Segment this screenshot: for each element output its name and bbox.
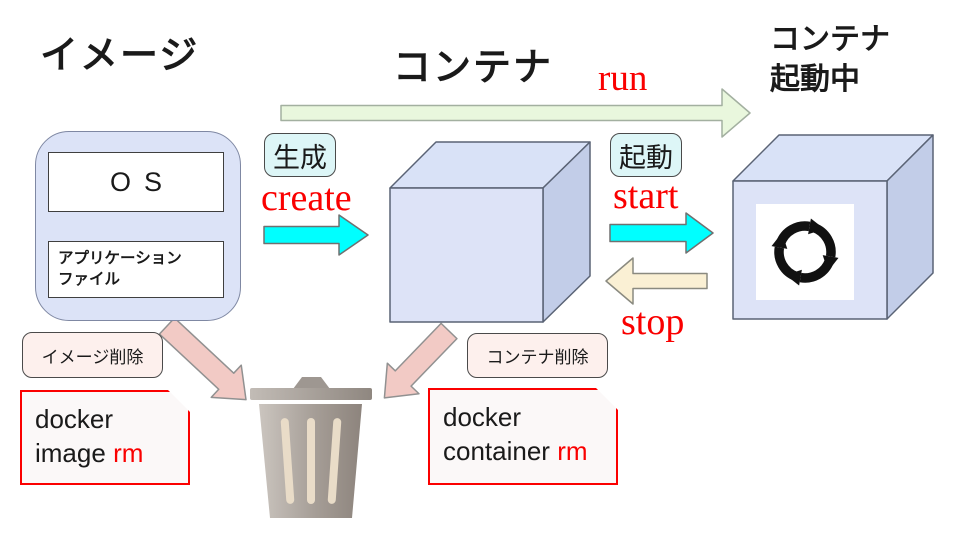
container-rm-note: docker container rm [428, 388, 618, 485]
image-rm-note-paper: docker image rm [20, 390, 190, 485]
create-label: create [261, 177, 352, 219]
running-container-cube [732, 134, 934, 320]
container-delete-arrow [383, 322, 458, 399]
image-rm-note: docker image rm [20, 390, 190, 485]
container-rm-note-paper: docker container rm [428, 388, 618, 485]
create-jp-label: 生成 [264, 133, 336, 177]
app-box-line2: ファイル [58, 271, 121, 288]
trash-can-icon [250, 377, 372, 518]
run-label: run [598, 58, 648, 99]
image-delete-label: イメージ削除 [22, 332, 163, 378]
application-layer-box: アプリケーション ファイル [48, 241, 224, 298]
running-title-line1: コンテナ [770, 23, 890, 56]
image-cmd-line2: image rm [35, 438, 144, 468]
container-cmd-rm: rm [557, 436, 588, 466]
recycle-panel [756, 204, 854, 300]
container-title: コンテナ [393, 47, 554, 89]
stop-label: stop [621, 301, 685, 343]
image-title: イメージ [40, 35, 200, 77]
image-cmd-line1: docker [35, 404, 114, 434]
running-container-title: コンテナ 起動中 [770, 20, 890, 100]
start-label: start [613, 175, 679, 217]
stop-arrow [605, 257, 708, 305]
container-cmd-line1: docker [443, 402, 522, 432]
image-cmd-rm: rm [113, 438, 144, 468]
app-box-line1: アプリケーション [58, 250, 182, 267]
create-arrow [263, 214, 369, 256]
container-cube [389, 141, 591, 323]
container-cmd-line2: container rm [443, 436, 588, 466]
os-layer-box: OS [48, 152, 224, 212]
start-jp-label: 起動 [610, 133, 682, 177]
container-delete-label: コンテナ削除 [467, 333, 608, 378]
running-title-line2: 起動中 [770, 63, 860, 96]
run-arrow [280, 88, 751, 138]
start-arrow [609, 212, 714, 254]
image-delete-arrow [158, 317, 247, 401]
